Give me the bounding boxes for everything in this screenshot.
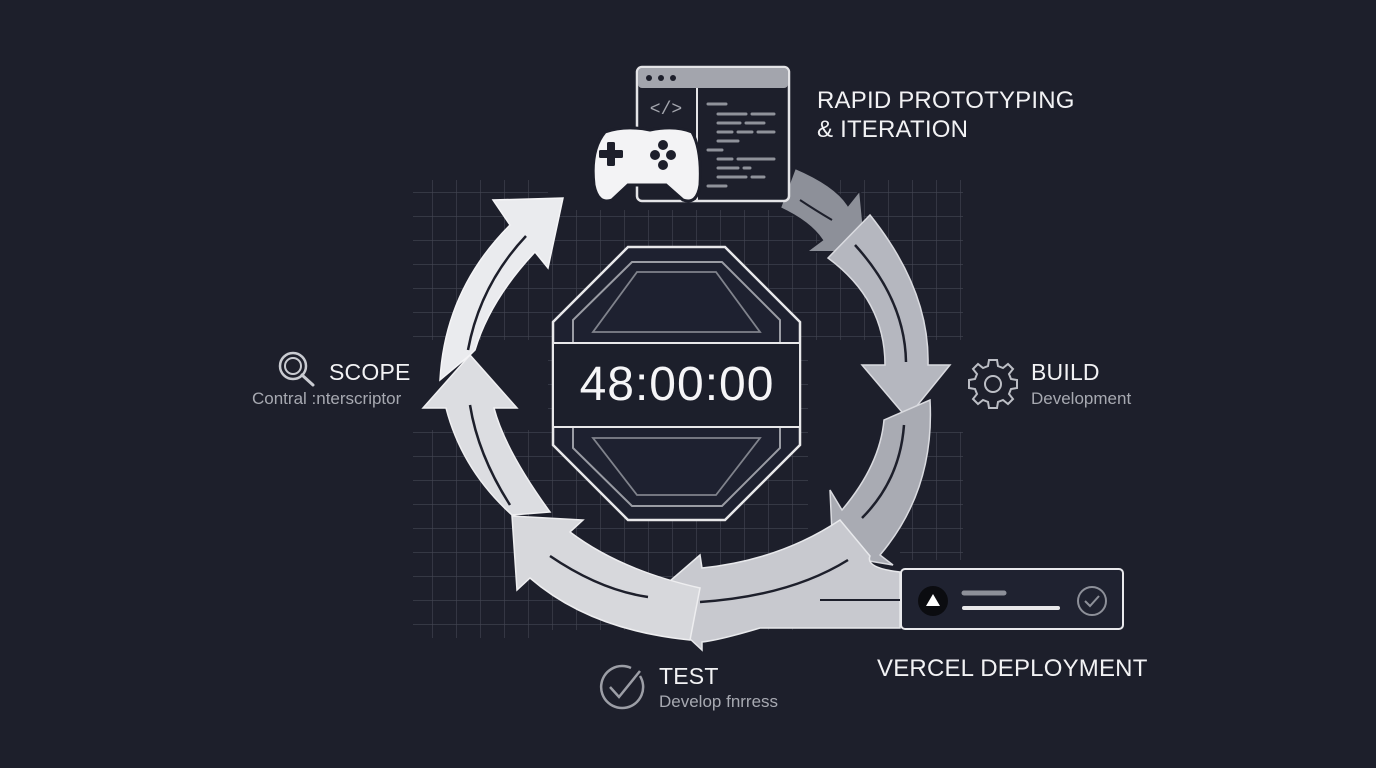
build-title: BUILD [1031,359,1100,385]
build-subtitle: Development [1031,389,1132,408]
gear-icon [968,359,1018,409]
gamepad-icon [591,126,702,203]
scope-title: SCOPE [329,359,411,385]
arrow-test-to-scope [511,515,701,641]
arrow-deploy-to-test [646,519,901,652]
prototype-title-line1: RAPID PROTOTYPING [817,87,1075,114]
prototype-title-line2: & ITERATION [817,116,969,143]
svg-text:</>: </> [650,100,682,120]
deploy-title: VERCEL DEPLOYMENT [877,655,1148,682]
countdown-timer: 48:00:00 [579,357,775,411]
check-circle-icon [1077,586,1107,616]
test-title: TEST [659,663,719,689]
scope-subtitle: Contral :nterscriptor [252,389,402,408]
timer-octagon [551,245,802,522]
search-icon [278,351,315,387]
deployment-card [900,568,1124,630]
test-subtitle: Develop fnrress [659,692,779,711]
check-circle-icon [599,664,645,710]
arrow-scope-to-prototype [439,197,564,382]
vercel-triangle-icon [918,586,948,616]
arrow-build-to-deploy [829,398,932,566]
progress-lines [961,590,1060,610]
